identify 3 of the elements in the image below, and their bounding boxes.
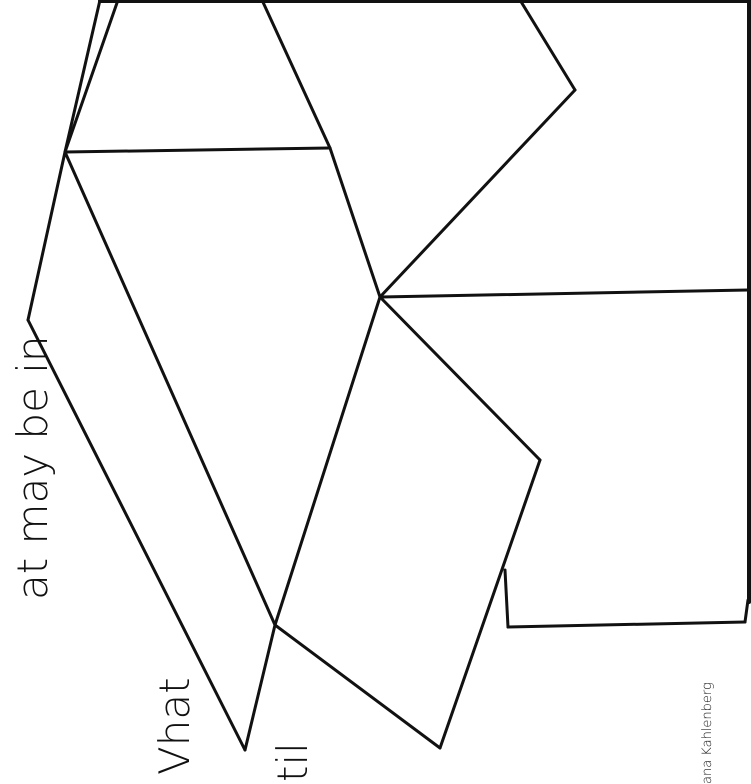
rotated-text: ana Kahlenberg — [700, 682, 715, 784]
rotated-text: til — [268, 742, 317, 782]
rotated-text: Vhat — [150, 677, 199, 775]
